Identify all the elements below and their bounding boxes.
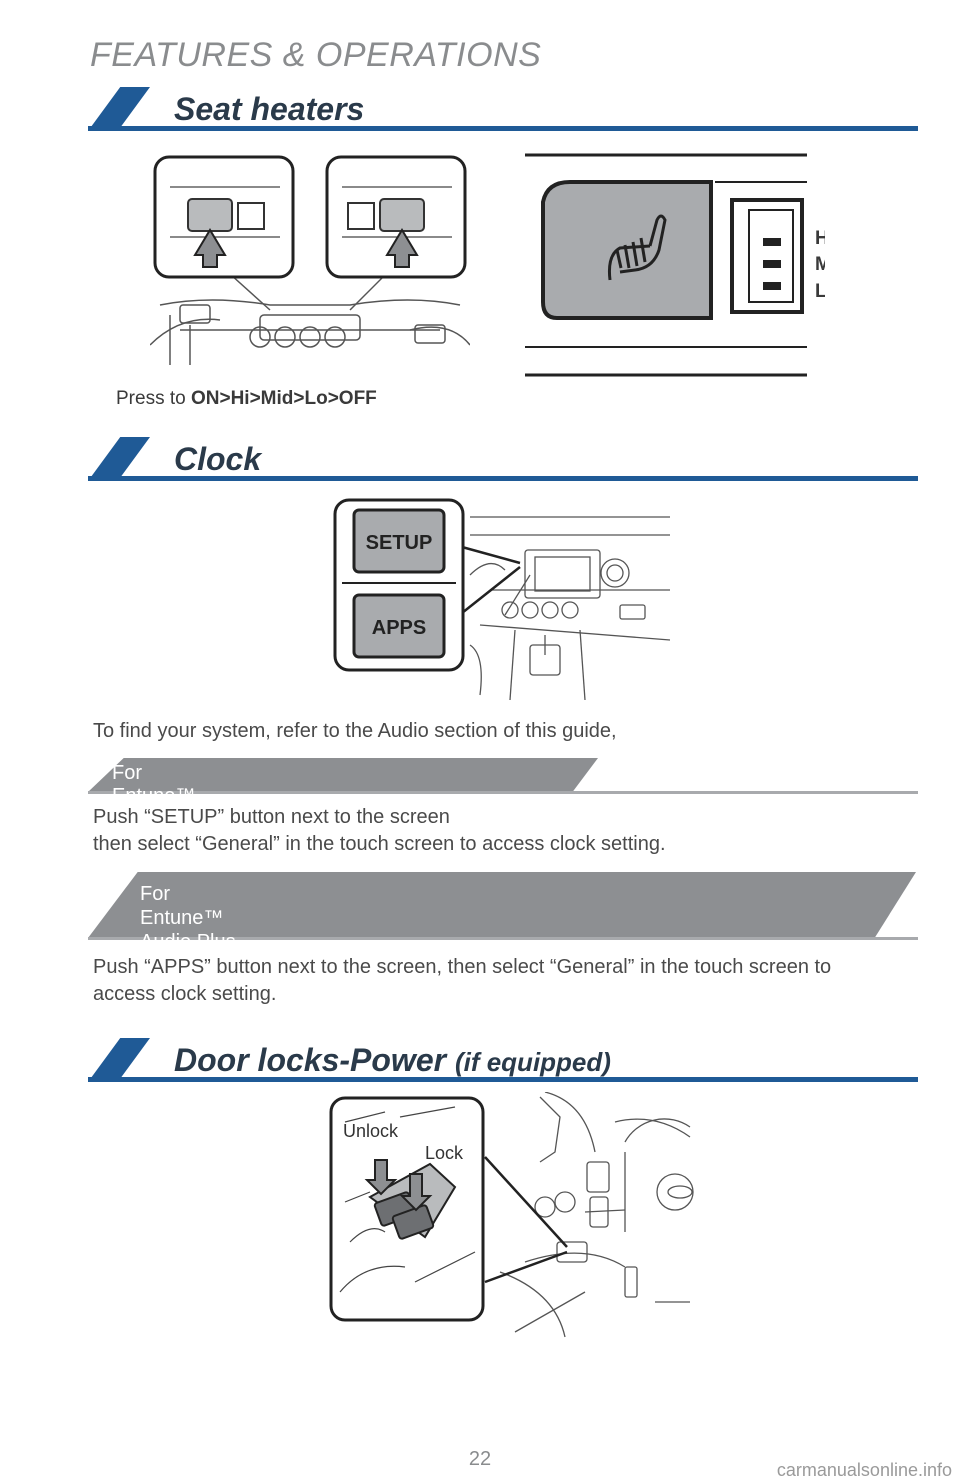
- level-mid: Mid: [815, 254, 825, 275]
- section-tab-shape: [88, 87, 150, 131]
- section-door-locks: Door locks-Power (if equipped): [88, 1038, 918, 1082]
- seat-heater-dashboard-illustration: [150, 155, 470, 365]
- seat-heater-switch-illustration: Hi Mid Lo: [525, 153, 825, 377]
- clock-apps-instructions: Push “APPS” button next to the screen, t…: [93, 954, 831, 1008]
- section-rule: [88, 126, 918, 131]
- level-lo: Lo: [815, 281, 825, 302]
- text-line: access clock setting.: [93, 983, 277, 1005]
- text-line: Push “APPS” button next to the screen, t…: [93, 956, 832, 978]
- clock-setup-instructions: Push “SETUP” button next to the screen t…: [93, 804, 666, 858]
- subhead-line: For Entune™ Audio Plus with Connected Na…: [140, 883, 237, 1049]
- clock-intro-text: To find your system, refer to the Audio …: [93, 720, 617, 742]
- section-tab-shape: [88, 1038, 150, 1082]
- level-hi: Hi: [815, 228, 825, 249]
- text-line: Push “SETUP” button next to the screen: [93, 806, 450, 828]
- section-rule: [88, 1077, 918, 1082]
- subhead-shape: [88, 872, 916, 938]
- section-title-main: Door locks-Power: [174, 1042, 447, 1078]
- seat-heater-caption: Press to ON>Hi>Mid>Lo>OFF: [116, 388, 377, 410]
- subhead-rule: [88, 937, 918, 940]
- section-clock: Clock: [88, 437, 918, 481]
- door-lock-illustration: Unlock Lock: [329, 1092, 694, 1338]
- section-tab-shape: [88, 437, 150, 481]
- unlock-label: Unlock: [343, 1121, 399, 1141]
- apps-button-label: APPS: [372, 617, 426, 639]
- subhead-shape: [88, 758, 598, 792]
- subhead-rule: [88, 791, 918, 794]
- clock-buttons-illustration: SETUP APPS: [333, 498, 671, 701]
- text-line: then select “General” in the touch scree…: [93, 833, 666, 855]
- page-number: 22: [468, 1448, 492, 1470]
- section-title: Seat heaters: [174, 91, 365, 127]
- caption-sequence: ON>Hi>Mid>Lo>OFF: [190, 388, 377, 409]
- section-title: Clock: [174, 441, 262, 477]
- section-title-suffix: (if equipped): [454, 1047, 611, 1077]
- section-seat-heaters: Seat heaters: [88, 87, 918, 131]
- seat-heat-icon: [608, 214, 667, 281]
- subhead-label: For Entune™ Audio: [112, 762, 196, 830]
- section-title: Door locks-Power (if equipped): [174, 1042, 611, 1079]
- section-rule: [88, 476, 918, 481]
- setup-button-label: SETUP: [366, 532, 433, 554]
- lock-label: Lock: [425, 1143, 464, 1163]
- watermark: carmanualsonline.info: [776, 1460, 952, 1480]
- page-header: FEATURES & OPERATIONS: [90, 36, 542, 74]
- caption-prefix: Press to: [116, 388, 191, 409]
